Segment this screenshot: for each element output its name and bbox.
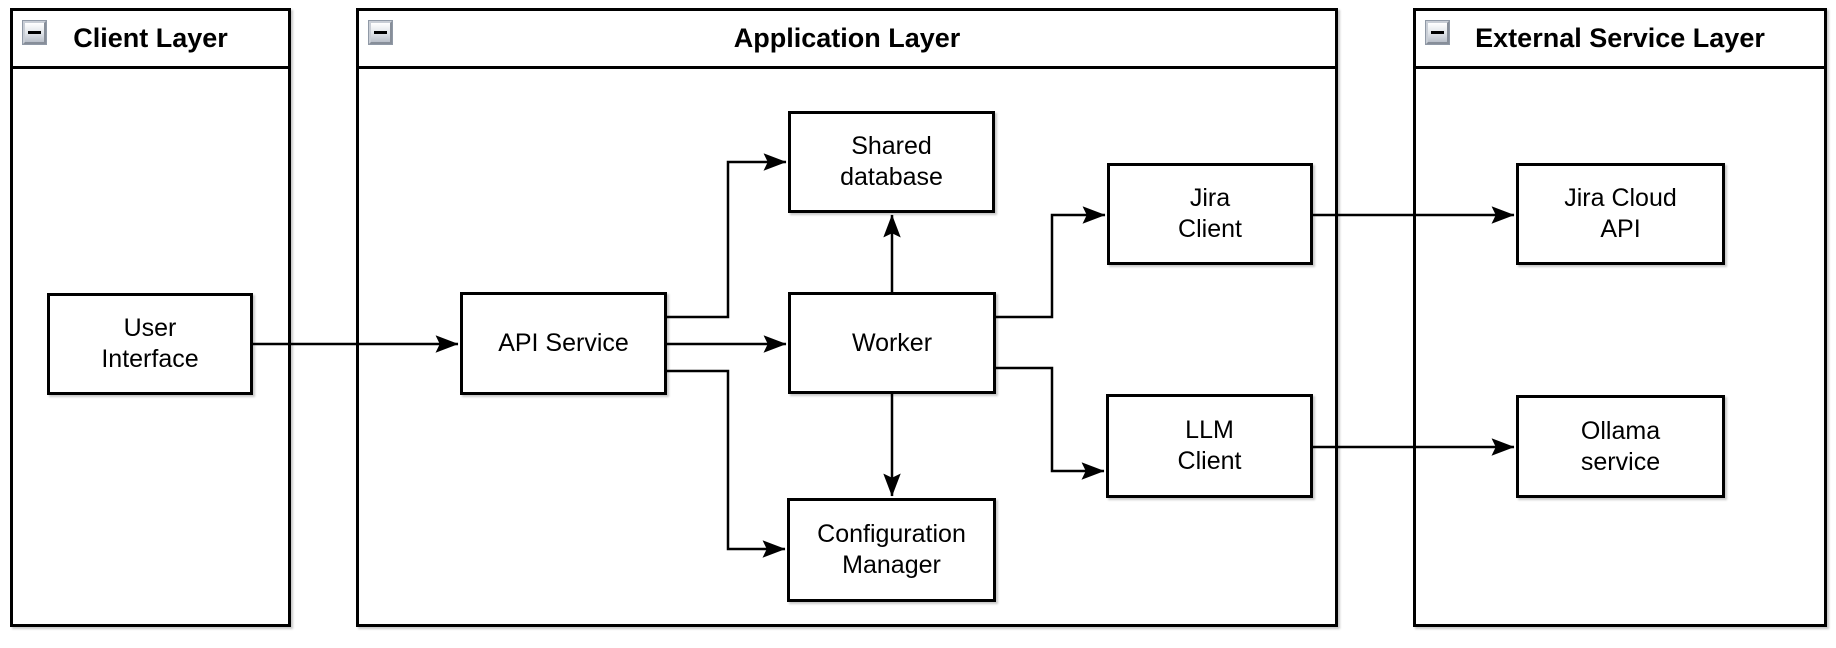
layer-title-external: External Service Layer <box>1475 23 1765 53</box>
edge-api-service-to-configuration-manager[interactable] <box>667 369 786 558</box>
node-ollama-service[interactable]: Ollama service <box>1516 395 1725 498</box>
node-user-interface[interactable]: User Interface <box>47 293 253 395</box>
node-worker[interactable]: Worker <box>788 292 996 394</box>
minus-icon <box>374 30 387 35</box>
node-jira-client[interactable]: Jira Client <box>1107 163 1313 265</box>
node-label: Shared database <box>840 132 943 191</box>
node-api-service[interactable]: API Service <box>460 292 667 395</box>
node-label: Worker <box>851 328 933 357</box>
node-label: Jira Client <box>1178 184 1242 243</box>
edge-worker-to-llm-client[interactable] <box>996 366 1105 480</box>
node-label: LLM Client <box>1177 416 1242 475</box>
collapse-button-external-service-layer[interactable] <box>1425 20 1450 45</box>
minus-icon <box>1431 30 1444 35</box>
layer-external-service-layer[interactable]: External Service Layer <box>1413 8 1827 627</box>
layer-header-application: Application Layer <box>359 11 1335 69</box>
node-label: User Interface <box>101 314 199 373</box>
collapse-button-application-layer[interactable] <box>368 20 393 45</box>
node-jira-cloud-api[interactable]: Jira Cloud API <box>1516 163 1725 265</box>
minus-icon <box>28 30 41 35</box>
edge-api-service-to-shared-database[interactable] <box>667 153 787 319</box>
node-label: Configuration Manager <box>817 520 966 579</box>
node-label: Jira Cloud API <box>1564 184 1677 243</box>
layer-title-application: Application Layer <box>733 23 961 53</box>
node-llm-client[interactable]: LLM Client <box>1106 394 1313 498</box>
collapse-button-client-layer[interactable] <box>22 20 47 45</box>
node-shared-database[interactable]: Shared database <box>788 111 995 213</box>
edge-worker-to-jira-client[interactable] <box>996 206 1106 319</box>
layer-header-client: Client Layer <box>13 11 288 69</box>
node-configuration-manager[interactable]: Configuration Manager <box>787 498 996 602</box>
layer-title-client: Client Layer <box>73 23 228 53</box>
layer-header-external: External Service Layer <box>1416 11 1824 69</box>
node-label: Ollama service <box>1580 416 1661 476</box>
node-label: API Service <box>498 329 629 357</box>
